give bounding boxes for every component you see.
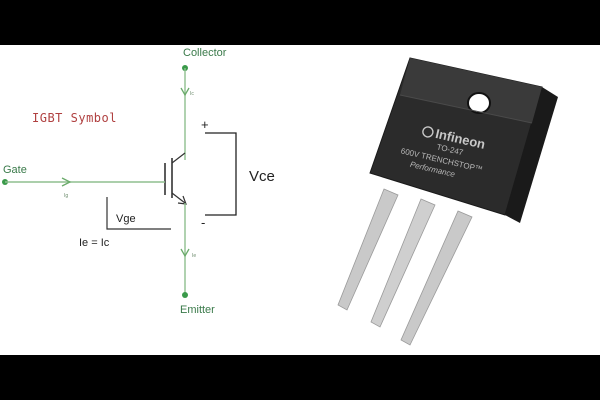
igbt-illustration: IGBT Symbol Collector Ic Gate [2, 47, 558, 346]
emitter-current-tag: Ie [192, 253, 196, 259]
emitter-terminal-dot [182, 292, 188, 298]
vge-label: Vge [116, 213, 136, 225]
package-lead-middle [370, 198, 436, 328]
package-edge-highlight [399, 94, 533, 124]
vce-minus-sign: - [201, 215, 205, 230]
vce-label: Vce [249, 168, 275, 185]
vce-bracket [205, 132, 237, 216]
package-lead-right [400, 210, 473, 346]
emitter-label: Emitter [180, 304, 215, 316]
collector-label: Collector [183, 47, 227, 59]
schematic-title: IGBT Symbol [32, 111, 117, 125]
current-relation-label: Ie = Ic [79, 237, 110, 249]
collector-current-arrow-icon [180, 87, 190, 97]
to247-package: Infineon TO-247 600V TRENCHSTOP™ Perform… [337, 57, 558, 346]
emitter-lead [171, 192, 186, 204]
vce-plus-sign: + [201, 117, 209, 132]
gate-label: Gate [3, 164, 27, 176]
gate-current-tag: Ig [64, 193, 68, 199]
collector-current-tag: Ic [190, 91, 194, 97]
package-tab [400, 58, 542, 123]
gate-current-arrow-icon [61, 177, 72, 187]
content-panel: IGBT Symbol Collector Ic Gate [0, 45, 600, 355]
igbt-schematic: IGBT Symbol Collector Ic Gate [2, 47, 275, 316]
package-lead-left [337, 188, 399, 311]
emitter-current-arrow-icon [180, 248, 190, 258]
package-body-side [505, 87, 558, 223]
collector-lead [171, 152, 186, 164]
infineon-logo-icon [422, 126, 434, 138]
vge-bracket [106, 197, 171, 230]
emitter-arrow-icon [177, 195, 187, 205]
mounting-hole [467, 92, 491, 114]
